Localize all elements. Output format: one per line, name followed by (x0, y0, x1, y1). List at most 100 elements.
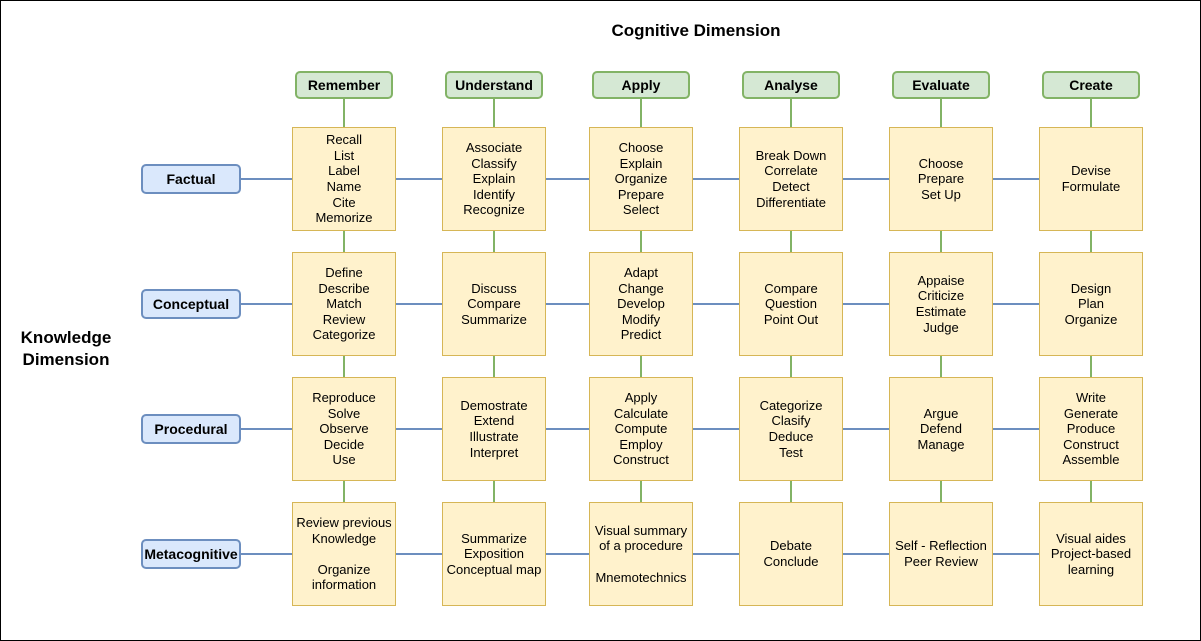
cell-verb: Self - Reflection (895, 538, 987, 554)
cell-verb: Generate (1063, 405, 1119, 421)
cell-verb: Produce (1066, 421, 1116, 437)
column-header-create: Create (1042, 71, 1140, 99)
cell-verb: Organize (1064, 311, 1118, 327)
cell-verb: Defend (920, 421, 962, 437)
cell-verb: Differentiate (756, 194, 826, 210)
cell-verb: Mnemotechnics (595, 569, 687, 585)
cell-verb: Reproduce (312, 390, 376, 406)
cell-verb: Set Up (921, 186, 961, 202)
cell-verb: Correlate (764, 163, 818, 179)
row-header-metacognitive: Metacognitive (141, 539, 241, 569)
cell-verb: Conclude (763, 554, 819, 569)
cell-verb: of a procedure (599, 538, 683, 554)
cell-verb: Organize (317, 561, 371, 577)
cell-verb: Categorize (759, 397, 823, 413)
cell-verb: Construct (613, 452, 669, 468)
cell-verb: Change (618, 280, 664, 296)
cell-verb: Visual aides (1056, 530, 1126, 546)
cell-verb: Organize (614, 171, 668, 187)
column-header-understand: Understand (445, 71, 543, 99)
cell-verb: Peer Review (904, 554, 978, 569)
row-header-factual: Factual (141, 164, 241, 194)
cell-verb: Debate (770, 538, 812, 554)
cell-verb: Select (622, 202, 660, 218)
cell-verb: Manage (917, 436, 965, 452)
cell-verb: Detect (772, 179, 810, 194)
cell-verb: Review (322, 311, 366, 327)
cell-verb: Review previous (296, 515, 392, 531)
cell-verb: Demostrate (460, 397, 528, 413)
cell-verb: Knowledge (311, 530, 377, 546)
cell-verb: Choose (618, 140, 664, 156)
cell-verb: Use (332, 452, 356, 468)
cell-verb: Match (326, 296, 362, 312)
cell-verb: Label (328, 163, 360, 179)
cell-verb: Predict (620, 327, 662, 343)
cell-verb: Prepare (917, 171, 965, 187)
cell-verb: Calculate (613, 405, 669, 421)
cell-verb: Design (1070, 280, 1112, 296)
cell-verb: Adapt (624, 265, 658, 281)
cell-verb: Prepare (617, 186, 665, 202)
column-header-analyse: Analyse (742, 71, 840, 99)
cell-verb: Formulate (1061, 179, 1121, 194)
column-header-apply: Apply (592, 71, 690, 99)
cell-verb: Appaise (917, 272, 965, 288)
cell-verb: Extend (473, 413, 515, 429)
row-header-procedural: Procedural (141, 414, 241, 444)
cell-verb: Devise (1071, 163, 1111, 179)
cognitive-dimension-title: Cognitive Dimension (611, 21, 781, 40)
cell-verb: Solve (327, 405, 361, 421)
cell-verb: Argue (923, 405, 959, 421)
cell-verb: Question (764, 296, 818, 312)
cell-verb: Plan (1077, 296, 1105, 312)
cell-verb: Observe (319, 421, 369, 437)
cell-verb: Estimate (915, 304, 967, 319)
cell-verb: Categorize (312, 327, 376, 343)
cell-verb: List (333, 147, 355, 163)
cell-verb: Assemble (1062, 452, 1120, 468)
cell-verb: Point Out (763, 311, 819, 327)
cell-verb: Conceptual map (446, 561, 542, 577)
cell-verb: Break Down (755, 147, 827, 163)
cell-verb: Apply (624, 390, 658, 406)
cell-verb: learning (1067, 561, 1115, 577)
cell-verb: Write (1075, 390, 1107, 406)
cell-verb: Recognize (463, 202, 525, 218)
cell-verb: Employ (619, 436, 663, 452)
cell-verb: Illustrate (469, 429, 519, 444)
cell-verb: Explain (472, 171, 516, 187)
cell-verb: Choose (918, 155, 964, 171)
cell-verb: Name (326, 179, 362, 194)
cell-verb: Clasify (771, 413, 811, 429)
cell-verb: Test (779, 444, 803, 460)
cell-verb: Memorize (315, 210, 373, 226)
cell-verb: Compute (614, 421, 668, 437)
cell-verb: Deduce (768, 429, 814, 444)
cell-verb: Decide (323, 436, 365, 452)
cell-verb: Develop (617, 296, 665, 312)
cell-verb: Identify (473, 186, 515, 202)
column-header-evaluate: Evaluate (892, 71, 990, 99)
cell-verb: Compare (467, 296, 521, 312)
cell-verb: Summarize (461, 311, 527, 327)
